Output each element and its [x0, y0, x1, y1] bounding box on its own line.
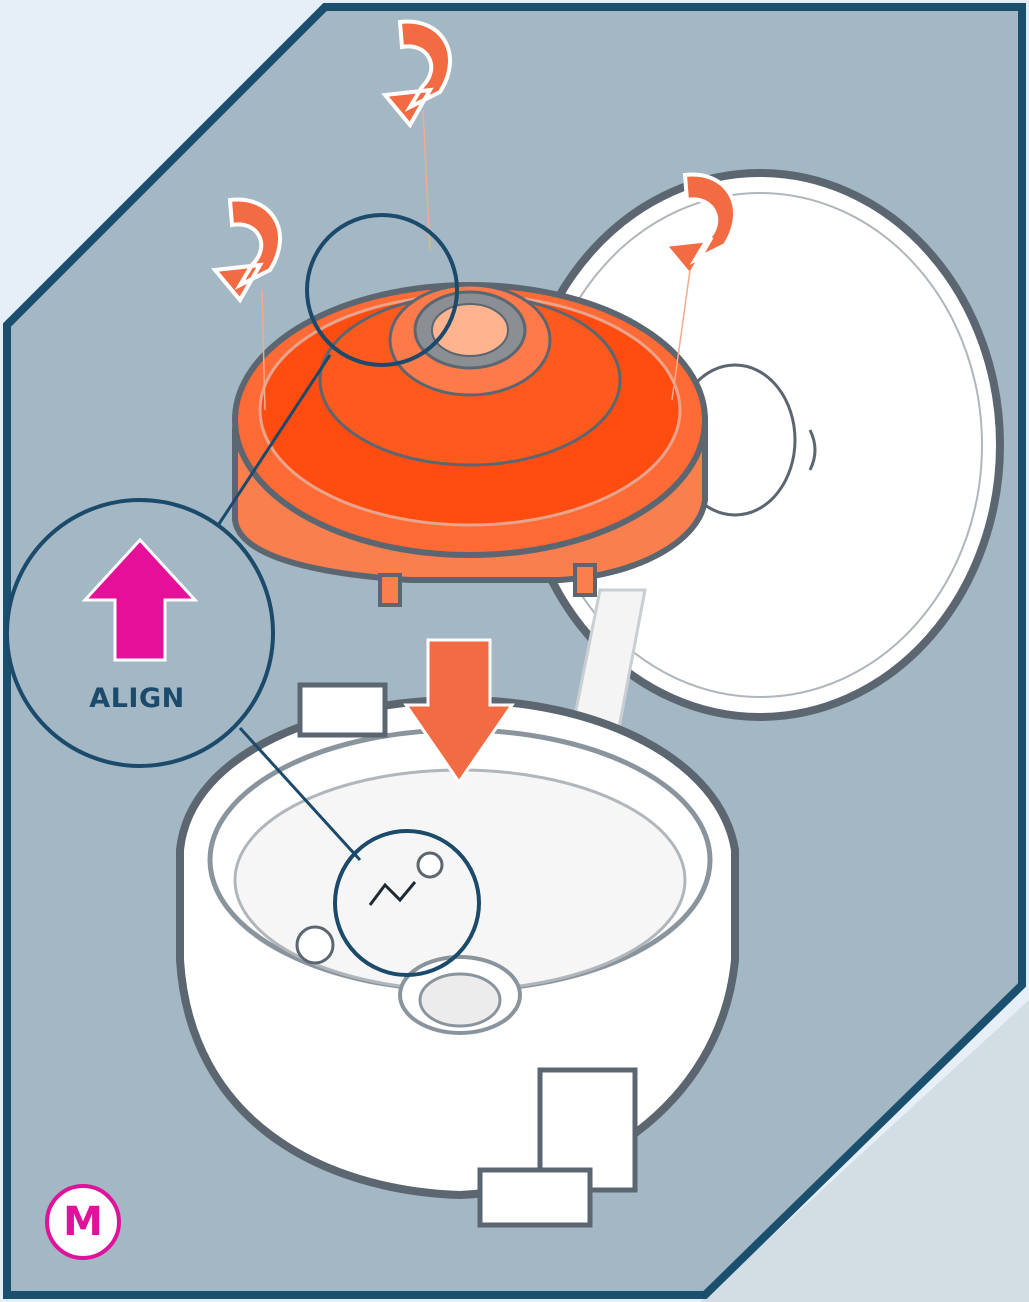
badge-letter: M [46, 1192, 120, 1252]
spool-cap [235, 285, 705, 605]
align-label: ALIGN [52, 683, 222, 714]
